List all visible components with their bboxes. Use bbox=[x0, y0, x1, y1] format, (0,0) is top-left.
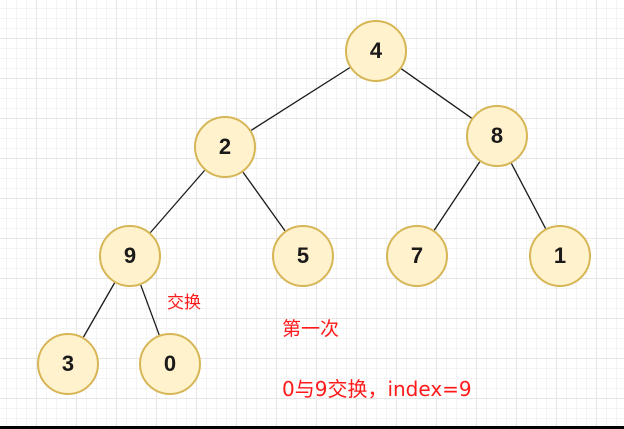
tree-node-root: 4 bbox=[345, 20, 407, 82]
swap-detail: 0与9交换，index=9 bbox=[282, 377, 472, 401]
edge-root-r bbox=[400, 68, 473, 119]
tree-node-right-right: 1 bbox=[529, 225, 591, 287]
tree-node-left: 2 bbox=[194, 116, 256, 178]
node-value: 5 bbox=[296, 243, 310, 268]
edge-l-lr bbox=[242, 171, 286, 232]
node-value: 7 bbox=[410, 243, 424, 268]
tree-node-left-right: 5 bbox=[272, 225, 334, 287]
node-value: 0 bbox=[163, 351, 177, 376]
node-value: 9 bbox=[123, 243, 137, 268]
node-value: 3 bbox=[61, 351, 75, 376]
tree-node-right-left: 7 bbox=[386, 225, 448, 287]
node-value: 1 bbox=[553, 243, 567, 268]
edge-root-l bbox=[250, 67, 351, 131]
tree-node-right: 8 bbox=[466, 105, 528, 167]
tree-node-left-left-right: 0 bbox=[139, 333, 201, 395]
edge-l-ll bbox=[149, 169, 206, 234]
edge-ll-lll bbox=[82, 282, 116, 338]
node-value: 2 bbox=[218, 134, 232, 159]
edge-r-rl bbox=[433, 161, 481, 231]
edge-r-rr bbox=[510, 163, 547, 229]
node-value: 8 bbox=[490, 123, 504, 148]
edge-ll-llr bbox=[140, 284, 160, 336]
tree-node-left-left: 9 bbox=[99, 225, 161, 287]
bottom-border bbox=[0, 426, 624, 429]
swap-annotation: 交换 bbox=[167, 293, 201, 313]
tree-node-left-left-left: 3 bbox=[37, 333, 99, 395]
node-value: 4 bbox=[369, 38, 383, 63]
step-title: 第一次 bbox=[282, 318, 340, 340]
